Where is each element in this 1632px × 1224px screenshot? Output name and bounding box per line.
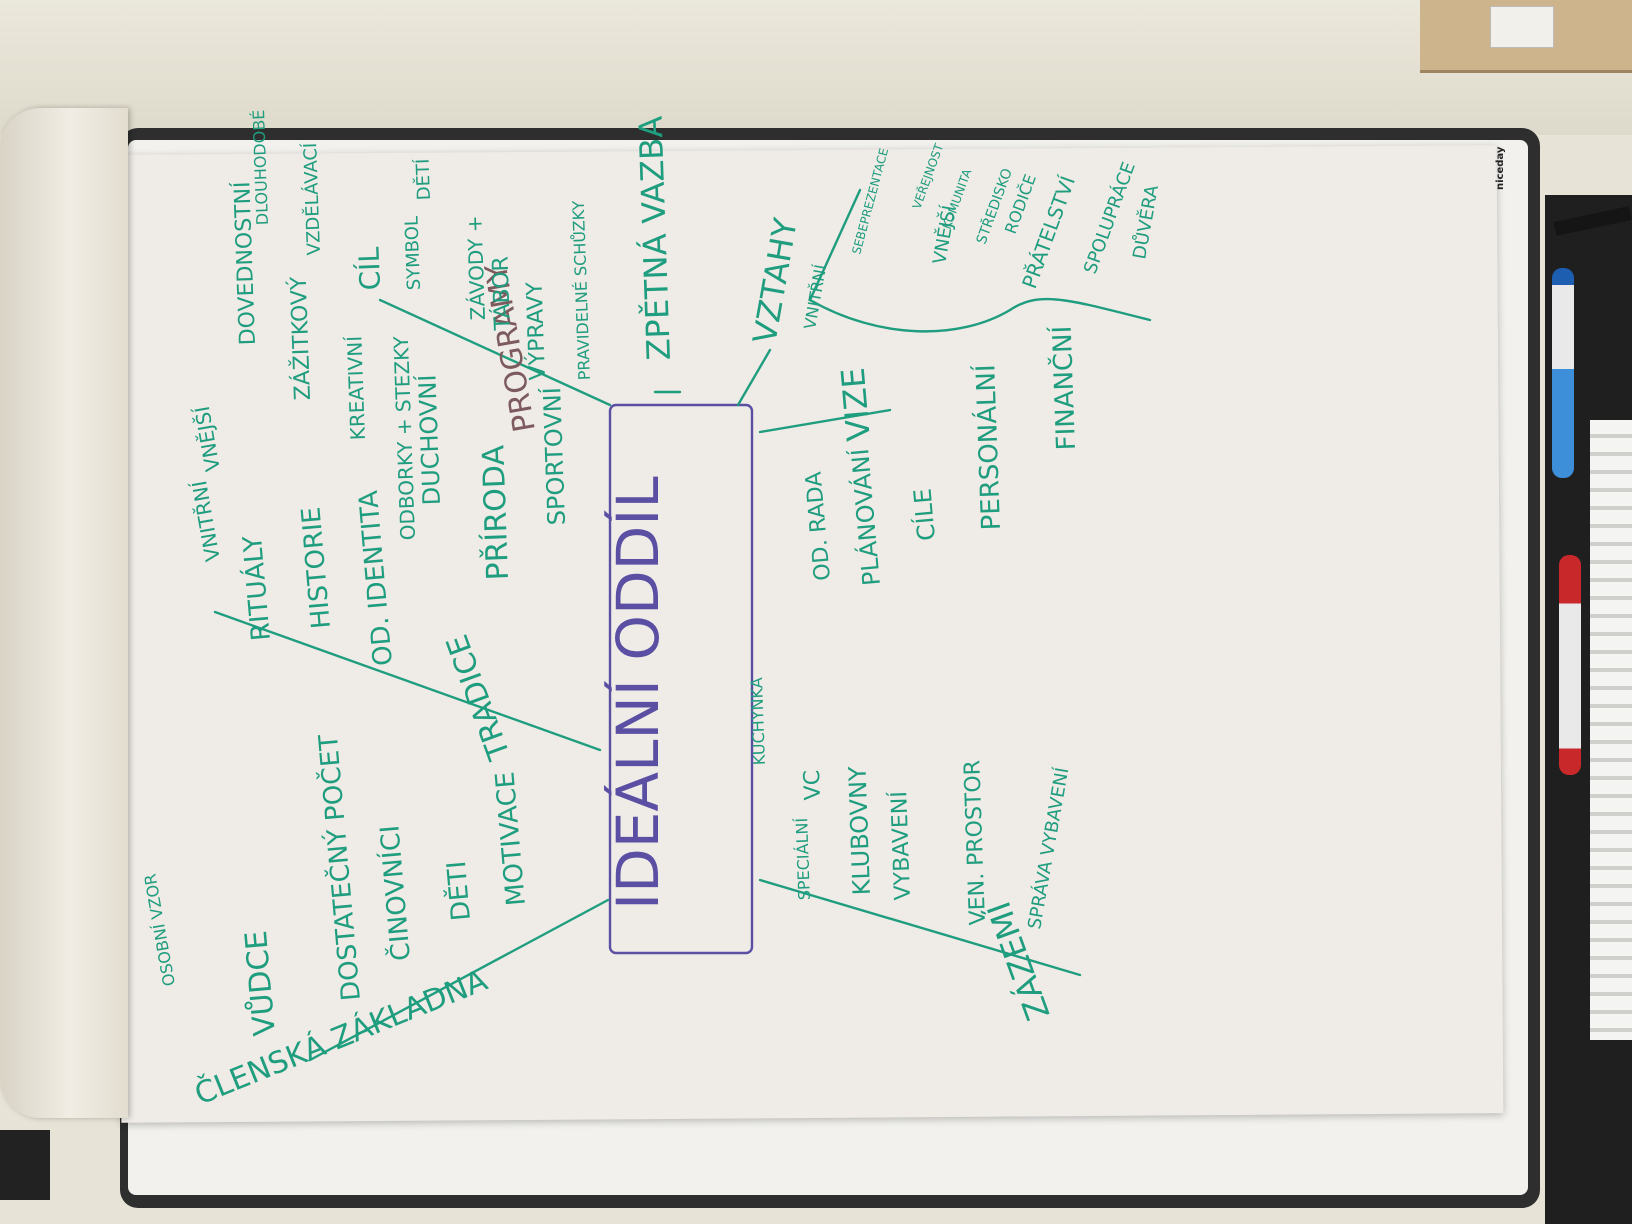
item-kreativni: KREATIVNÍ: [342, 335, 370, 440]
item-osobni-vzor: OSOBNÍ VZOR: [140, 872, 178, 987]
item-vudce: VŮDCE: [237, 929, 283, 1037]
item-dlouhodobe: DLOUHODOBÉ: [249, 109, 272, 225]
item-vypravy: VÝPRAVY: [522, 281, 551, 381]
item-motivace: MOTIVACE: [490, 770, 532, 907]
label-zpetna-vazba: ZPĚTNÁ VAZBA: [631, 115, 678, 361]
item-vybaveni: VYBAVENÍ: [886, 791, 916, 901]
item-deti-symbol: DĚTÍ: [412, 158, 435, 200]
item-verejnost: VEŘEJNOST: [909, 141, 947, 211]
item-klubovny: KLUBOVNY: [843, 766, 875, 896]
center-box: [608, 403, 754, 955]
branch-line-vztahy: [736, 348, 772, 407]
label-vztahy: VZTAHY: [745, 215, 804, 346]
item-dovednostni: DOVEDNOSTNÍ: [229, 181, 261, 346]
branch-line-tradice: [213, 610, 602, 752]
item-vnejsi: VNĚJŠÍ: [190, 404, 225, 473]
item-tabor: TÁBOR: [487, 256, 516, 332]
item-vnitrni: VNITŘNÍ: [187, 479, 225, 564]
branch-line-vztahy-sub: [808, 297, 1152, 333]
item-vnitrni-vztahy: VNITŘNÍ: [800, 263, 830, 331]
item-priroda: PŘÍRODA: [475, 444, 516, 581]
item-historie: HISTORIE: [296, 506, 337, 630]
red-marker: [1559, 555, 1581, 775]
flipchart-stand: [0, 1130, 50, 1200]
item-odborky: ODBORKY + STEZKY: [389, 335, 420, 541]
item-od-rada: OD. RADA: [802, 471, 836, 582]
item-financni: FINANČNÍ: [1046, 325, 1082, 451]
blue-marker: [1552, 268, 1574, 478]
radiator: [1590, 420, 1632, 1040]
item-spoluprace: SPOLUPRÁCE: [1079, 159, 1140, 277]
item-ritualy: RITUÁLY: [236, 534, 277, 642]
item-kuchynka: KUCHYNKA: [747, 677, 769, 766]
item-ven-prostor: VEN. PROSTOR: [960, 760, 991, 926]
item-personalni: PERSONÁLNÍ: [969, 364, 1007, 531]
branch-line-zazemi: [758, 878, 1082, 977]
item-pravidelne: PRAVIDELNÉ SCHŮZKY: [569, 200, 594, 380]
paper-roll: [0, 108, 128, 1118]
item-deti: DĚTI: [440, 860, 477, 923]
item-zavody: ZÁVODY +: [462, 215, 490, 321]
item-sprava-vybaveni: SPRÁVA VYBAVENÍ: [1023, 766, 1073, 931]
item-sportovni: SPORTOVNÍ: [537, 387, 571, 526]
item-vc: VC: [800, 769, 826, 800]
branch-line-program: [378, 298, 612, 407]
item-duchovni: DUCHOVNÍ: [412, 374, 446, 506]
center-title: IDEÁLNÍ ODDÍL: [603, 476, 672, 910]
item-duvera: DŮVĚRA: [1128, 183, 1163, 261]
item-dostatecny-pocet: DOSTATEČNÝ POČET: [312, 733, 367, 1002]
branch-line-clenska: [308, 898, 610, 1062]
item-cinovnici: ČINOVNÍCI: [373, 824, 417, 962]
branch-line-vnitrni: [808, 188, 862, 302]
label-vize: VIZE: [834, 366, 878, 443]
item-od-identita: OD. IDENTITA: [354, 489, 399, 667]
item-vzdelavaci: VZDĚLÁVACÍ: [299, 142, 325, 255]
wall: [0, 0, 1632, 135]
item-planovani: PLÁNOVÁNÍ: [845, 447, 886, 587]
item-symbol: SYMBOL: [401, 216, 425, 291]
item-cil: CÍL: [351, 246, 387, 291]
item-zazitkovy: ZÁŽITKOVÝ: [286, 276, 316, 401]
item-specialni: SPECIÁLNÍ: [792, 817, 814, 900]
sticker: [1490, 6, 1554, 48]
item-cile: CÍLE: [908, 487, 941, 542]
branch-line-vize: [758, 408, 892, 434]
